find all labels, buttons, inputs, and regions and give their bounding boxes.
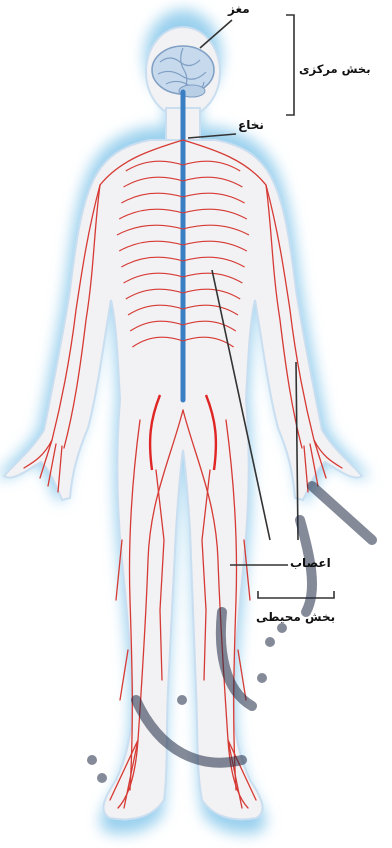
peripheral-division-label: بخش محیطی [256,610,335,624]
central-division-label: بخش مرکزی [299,62,371,76]
nerves-label: اعصاب [290,556,331,570]
peripheral-bracket [258,591,334,598]
brain-label: مغز [228,2,250,16]
central-bracket [286,15,294,115]
spinal-cord-label: نخاع [238,118,264,132]
